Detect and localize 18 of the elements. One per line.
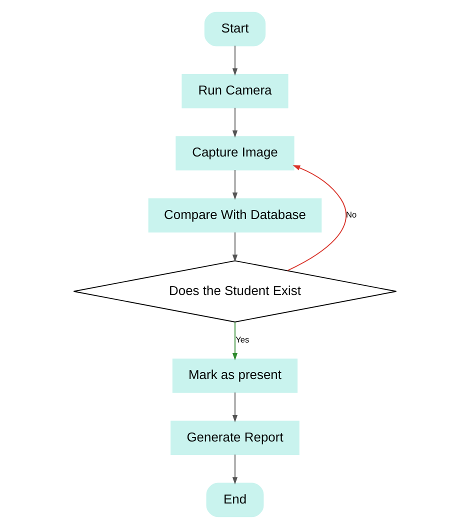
arrow — [232, 392, 238, 422]
edge-label: Yes — [235, 334, 249, 345]
node-diamond: Does the Student Exist — [72, 260, 396, 322]
node-box: End — [206, 482, 264, 518]
node-box: Start — [204, 12, 266, 46]
node-box: Capture Image — [175, 136, 294, 170]
arrow — [232, 454, 238, 484]
arrow — [232, 107, 238, 138]
node-box: Mark as present — [172, 358, 298, 393]
arrow — [286, 165, 346, 272]
arrow — [232, 45, 238, 76]
node-box: Generate Report — [170, 420, 299, 455]
arrow — [232, 322, 238, 360]
node-box: Compare With Database — [148, 198, 322, 233]
node-box: Run Camera — [181, 74, 288, 108]
arrow — [232, 170, 238, 200]
edge-label: No — [346, 209, 356, 220]
arrow — [232, 232, 238, 262]
